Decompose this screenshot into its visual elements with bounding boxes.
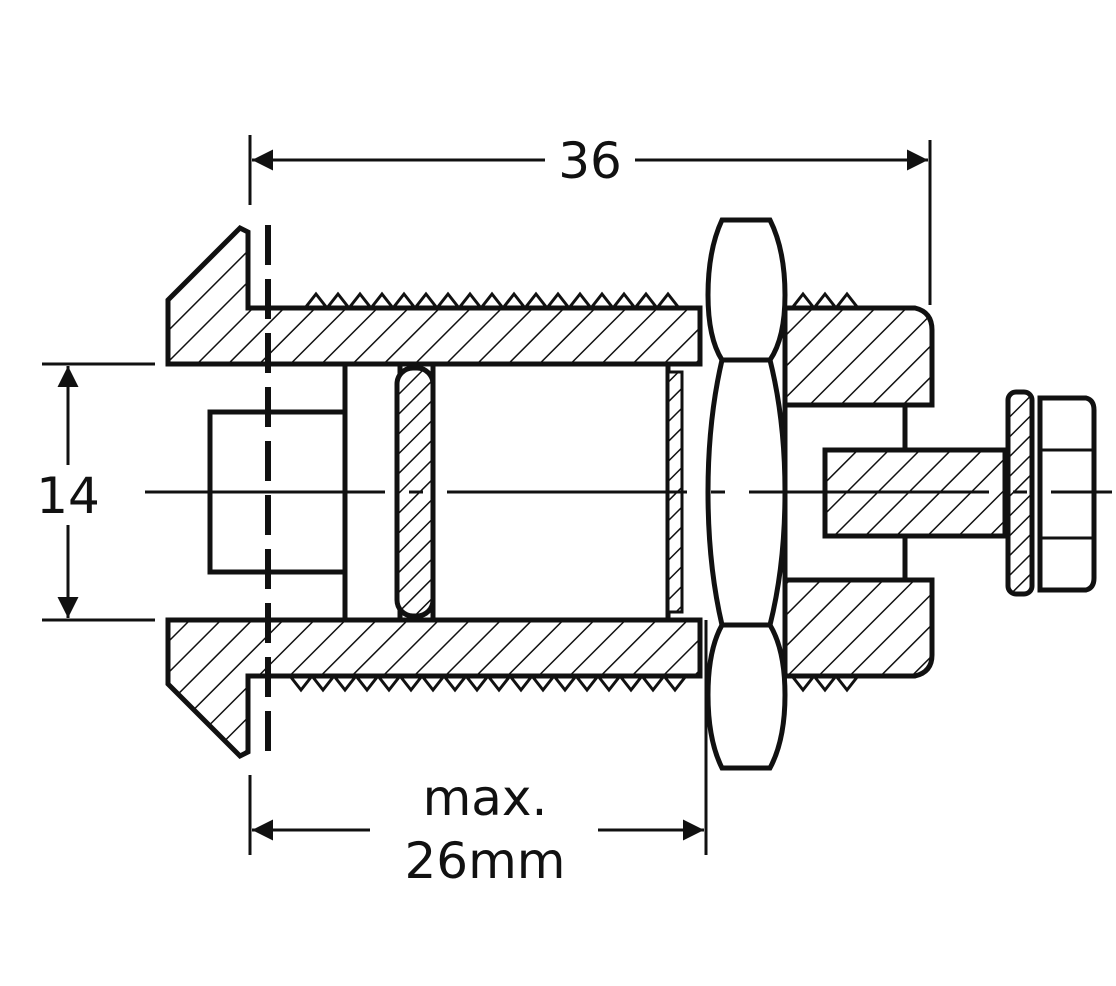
hex-nut <box>705 217 788 771</box>
dim-panel-label-value: 26mm <box>404 832 565 890</box>
dimension-length: 36 <box>248 132 932 305</box>
dim-length-label: 36 <box>558 132 622 190</box>
dim-panel-label-max: max. <box>423 769 548 827</box>
dimension-diameter: 14 <box>36 362 155 622</box>
dimension-panel-thickness: max. 26mm <box>248 620 708 890</box>
socket-body-section <box>165 224 935 760</box>
dim-diameter-label: 14 <box>36 467 100 525</box>
